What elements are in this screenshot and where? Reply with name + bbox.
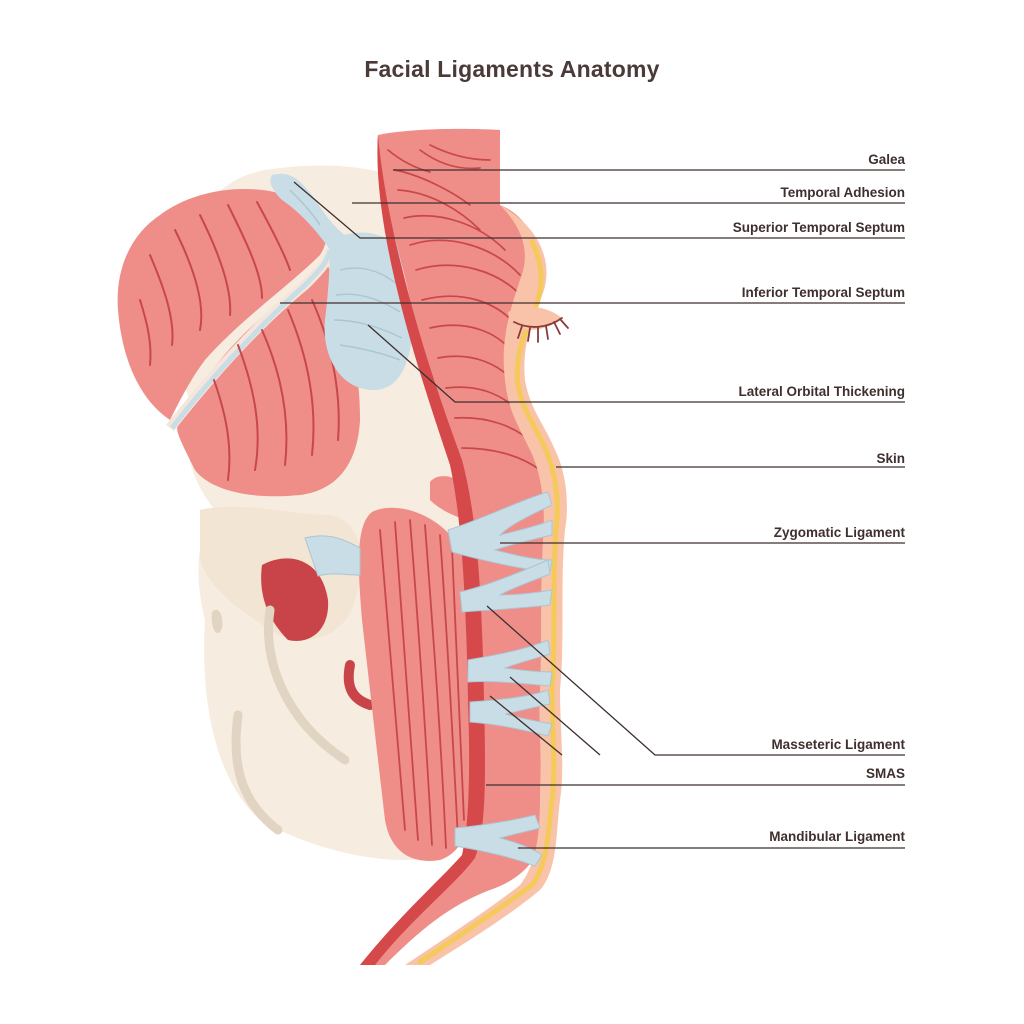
label-smas: SMAS (865, 766, 905, 781)
superior-temporal-septum-shape (270, 173, 412, 391)
label-superior-temporal-septum: Superior Temporal Septum (732, 220, 905, 235)
diagram-title: Facial Ligaments Anatomy (364, 56, 660, 82)
label-zygomatic-ligament: Zygomatic Ligament (773, 525, 905, 540)
retaining-ligaments (304, 491, 553, 867)
leader-lines (280, 169, 905, 849)
temporalis-muscle (117, 188, 360, 497)
label-galea: Galea (868, 152, 905, 167)
label-mandibular-ligament: Mandibular Ligament (769, 829, 905, 844)
label-inferior-temporal-septum: Inferior Temporal Septum (741, 285, 905, 300)
label-skin: Skin (876, 451, 905, 466)
label-lateral-orbital-thickening: Lateral Orbital Thickening (738, 384, 905, 399)
label-masseteric-ligament: Masseteric Ligament (771, 737, 905, 752)
smas-layer (360, 128, 550, 965)
label-temporal-adhesion: Temporal Adhesion (780, 185, 905, 200)
skin-layer (405, 205, 569, 965)
